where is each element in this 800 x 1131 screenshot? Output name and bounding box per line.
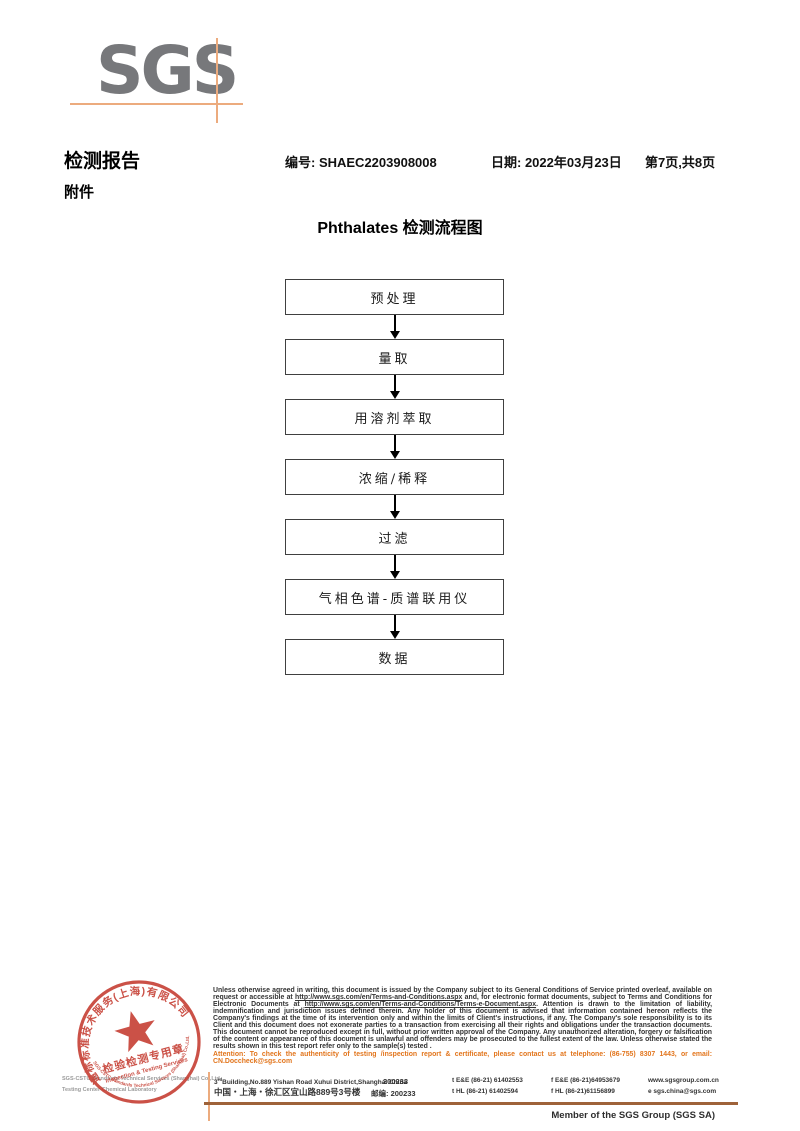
footer-crosshair-vertical	[208, 1072, 210, 1121]
flowchart-title: Phthalates 检测流程图	[317, 220, 483, 237]
down-arrow-icon	[389, 315, 400, 339]
postcode-english: 200233	[383, 1077, 409, 1086]
star-icon	[114, 1011, 155, 1053]
address-english: 3rdBuilding,No.889 Yishan Road Xuhui Dis…	[214, 1077, 408, 1087]
down-arrow-icon	[389, 615, 400, 639]
flow-step-filter: 过滤	[285, 519, 504, 555]
inspection-stamp: 通标标准技术服务(上海)有限公司 SGS-CSTC Standards Tech…	[69, 977, 203, 1104]
legal-disclaimer: Unless otherwise agreed in writing, this…	[213, 987, 712, 1065]
flow-step-solvent-extraction: 用溶剂萃取	[285, 399, 504, 435]
report-date: 日期: 2022年03月23日	[491, 155, 622, 170]
fax-ee: f E&E (86-21)64953679	[551, 1077, 621, 1084]
report-title: 检测报告	[64, 151, 141, 172]
fax-hl: f HL (86-21)61156899	[551, 1088, 615, 1095]
website-url: www.sgsgroup.com.cn	[648, 1077, 719, 1084]
telephone-ee: t E&E (86-21) 61402553	[452, 1077, 523, 1084]
down-arrow-icon	[389, 435, 400, 459]
flow-step-measure: 量取	[285, 339, 504, 375]
logo-crosshair-vertical	[216, 38, 218, 123]
report-number: 编号: SHAEC2203908008	[285, 155, 437, 170]
postcode-chinese: 邮编: 200233	[371, 1089, 416, 1098]
attachment-label: 附件	[64, 184, 95, 201]
sgs-member-text: Member of the SGS Group (SGS SA)	[551, 1110, 715, 1121]
flow-step-data: 数据	[285, 639, 504, 675]
lab-department-name: Testing Center-Chemical Laboratory	[62, 1087, 157, 1093]
logo-crosshair-horizontal	[70, 103, 243, 105]
flow-step-gcms: 气相色谱-质谱联用仪	[285, 579, 504, 615]
flowchart: 预处理 量取 用溶剂萃取 浓缩/稀释 过滤 气相色谱-质谱联用仪 数据	[285, 279, 504, 675]
attention-notice: Attention: To check the authenticity of …	[213, 1051, 712, 1065]
flow-step-pretreatment: 预处理	[285, 279, 504, 315]
legal-paragraph: Unless otherwise agreed in writing, this…	[213, 987, 713, 1050]
lab-company-name: SGS-CSTC Standards Technical Services (S…	[62, 1076, 222, 1082]
sgs-logo: SGS	[96, 32, 239, 109]
telephone-hl: t HL (86-21) 61402594	[452, 1088, 519, 1095]
email-address: e sgs.china@sgs.com	[648, 1088, 717, 1095]
flow-step-concentrate-dilute: 浓缩/稀释	[285, 459, 504, 495]
down-arrow-icon	[389, 555, 400, 579]
down-arrow-icon	[389, 495, 400, 519]
down-arrow-icon	[389, 375, 400, 399]
page-indicator: 第7页,共8页	[645, 155, 716, 170]
address-chinese: 中国・上海・徐汇区宜山路889号3号楼	[214, 1087, 361, 1097]
footer-divider-rule	[204, 1102, 738, 1105]
